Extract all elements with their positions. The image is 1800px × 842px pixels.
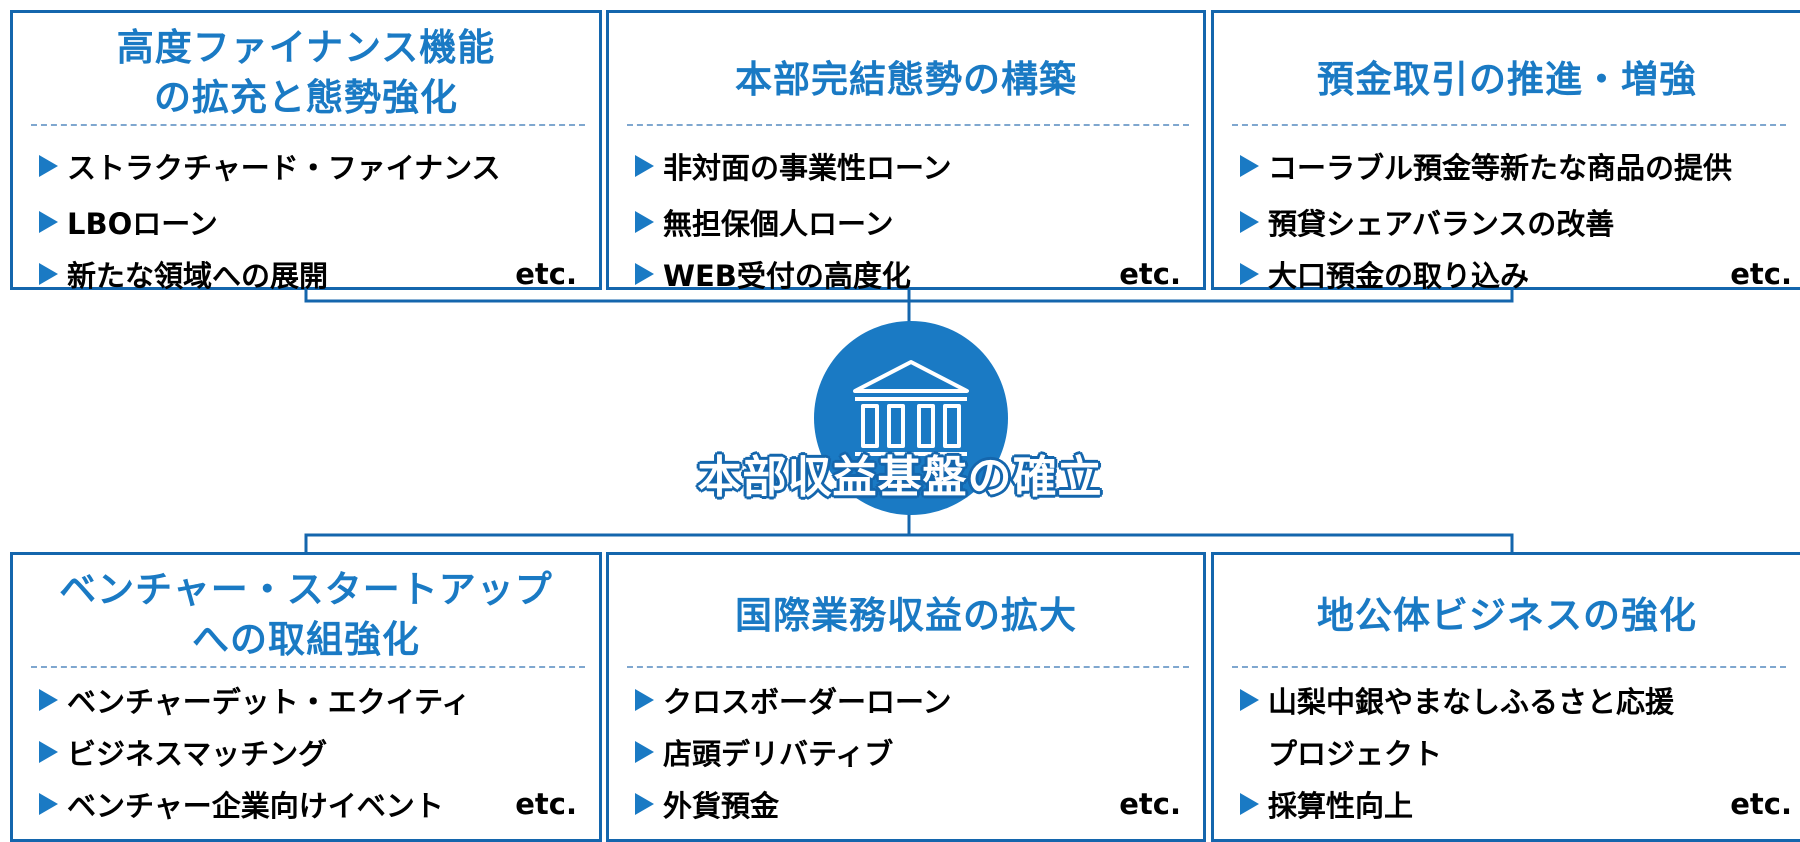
triangle-bullet-icon	[635, 263, 654, 285]
panel-title: 国際業務収益の拡大	[609, 591, 1203, 641]
panel-title-line-1: 地公体ビジネスの強化	[1317, 594, 1697, 637]
panel-title-line-1: 高度ファイナンス機能	[116, 26, 496, 69]
item-text: 大口預金の取り込み	[1268, 259, 1530, 293]
panel-divider	[1232, 666, 1786, 668]
panel-divider	[31, 666, 585, 668]
triangle-bullet-icon	[635, 689, 654, 711]
item-text: ビジネスマッチング	[67, 737, 328, 771]
panel-deposits: 預金取引の推進・増強 コーラブル預金等新たな商品の提供 預貸シェアバランスの改善…	[1211, 10, 1800, 293]
item-etc: etc.	[1730, 787, 1792, 821]
item-text: 非対面の事業性ローン	[663, 151, 952, 185]
triangle-bullet-icon	[39, 263, 58, 285]
panel-divider	[627, 666, 1189, 668]
triangle-bullet-icon	[635, 211, 654, 233]
list-item: コーラブル預金等新たな商品の提供	[1240, 138, 1796, 194]
item-text: 預貸シェアバランスの改善	[1268, 207, 1615, 241]
item-text: ベンチャー企業向けイベント	[67, 789, 444, 823]
item-text: 外貨預金	[663, 789, 780, 823]
triangle-bullet-icon	[39, 741, 58, 763]
list-item: 非対面の事業性ローン	[635, 138, 1185, 194]
list-item: ベンチャー企業向けイベント etc.	[39, 776, 581, 832]
item-etc: etc.	[515, 257, 577, 291]
item-text: 山梨中銀やまなしふるさと応援	[1268, 685, 1675, 719]
list-item: 山梨中銀やまなしふるさと応援	[1240, 672, 1796, 728]
center-title: 本部収益基盤の確立	[697, 452, 1103, 503]
item-text: 新たな領域への展開	[67, 259, 329, 293]
panel-title-line-2: への取組強化	[192, 618, 420, 661]
triangle-bullet-icon	[635, 793, 654, 815]
triangle-bullet-icon	[635, 741, 654, 763]
bank-icon	[814, 321, 1008, 515]
item-text: WEB受付の高度化	[663, 259, 911, 293]
item-text: LBOローン	[67, 207, 218, 241]
bottom-connector	[304, 533, 1514, 552]
list-item: 採算性向上 etc.	[1240, 776, 1796, 832]
list-item: 預貸シェアバランスの改善	[1240, 194, 1796, 250]
panel-title: 高度ファイナンス機能 の拡充と態勢強化	[13, 23, 599, 123]
item-text: クロスボーダーローン	[663, 685, 952, 719]
triangle-bullet-icon	[1240, 155, 1259, 177]
list-item: ベンチャーデット・エクイティ	[39, 672, 581, 728]
panel-international: 国際業務収益の拡大 クロスボーダーローン 店頭デリバティブ 外貨預金 etc.	[606, 552, 1206, 842]
item-text: 無担保個人ローン	[663, 207, 894, 241]
panel-title-line-1: 国際業務収益の拡大	[735, 594, 1077, 637]
triangle-bullet-icon	[1240, 211, 1259, 233]
bullet-spacer	[1240, 741, 1259, 763]
panel-title-line-2: の拡充と態勢強化	[154, 76, 458, 119]
list-item: WEB受付の高度化 etc.	[635, 246, 1185, 302]
list-item: 新たな領域への展開 etc.	[39, 246, 581, 302]
item-etc: etc.	[1119, 787, 1181, 821]
triangle-bullet-icon	[39, 211, 58, 233]
panel-title: 地公体ビジネスの強化	[1214, 591, 1800, 641]
list-item: ビジネスマッチング	[39, 724, 581, 780]
panel-title: ベンチャー・スタートアップ への取組強化	[13, 565, 599, 665]
list-item: 大口預金の取り込み etc.	[1240, 246, 1796, 302]
panel-divider	[1232, 124, 1786, 126]
item-etc: etc.	[1119, 257, 1181, 291]
panel-hq-completion: 本部完結態勢の構築 非対面の事業性ローン 無担保個人ローン WEB受付の高度化 e…	[606, 10, 1206, 293]
triangle-bullet-icon	[1240, 263, 1259, 285]
triangle-bullet-icon	[1240, 793, 1259, 815]
panel-divider	[31, 124, 585, 126]
list-item: 無担保個人ローン	[635, 194, 1185, 250]
item-etc: etc.	[1730, 257, 1792, 291]
triangle-bullet-icon	[39, 155, 58, 177]
panel-title: 預金取引の推進・増強	[1214, 55, 1800, 105]
triangle-bullet-icon	[1240, 689, 1259, 711]
panel-title-line-1: ベンチャー・スタートアップ	[59, 568, 553, 611]
item-text: コーラブル預金等新たな商品の提供	[1268, 151, 1733, 185]
list-item: クロスボーダーローン	[635, 672, 1185, 728]
list-item: 外貨預金 etc.	[635, 776, 1185, 832]
list-item: LBOローン	[39, 194, 581, 250]
triangle-bullet-icon	[39, 689, 58, 711]
item-text: ストラクチャード・ファイナンス	[67, 151, 501, 185]
triangle-bullet-icon	[39, 793, 58, 815]
panel-advanced-finance: 高度ファイナンス機能 の拡充と態勢強化 ストラクチャード・ファイナンス LBOロ…	[10, 10, 602, 293]
item-etc: etc.	[515, 787, 577, 821]
panel-venture: ベンチャー・スタートアップ への取組強化 ベンチャーデット・エクイティ ビジネス…	[10, 552, 602, 842]
item-text: 店頭デリバティブ	[663, 737, 894, 771]
panel-divider	[627, 124, 1189, 126]
list-item: 店頭デリバティブ	[635, 724, 1185, 780]
list-item: プロジェクト	[1240, 724, 1796, 780]
panel-title-line-1: 預金取引の推進・増強	[1317, 58, 1697, 101]
item-text: プロジェクト	[1268, 737, 1443, 771]
panel-title: 本部完結態勢の構築	[609, 55, 1203, 105]
panel-local-government: 地公体ビジネスの強化 山梨中銀やまなしふるさと応援 プロジェクト 採算性向上 et…	[1211, 552, 1800, 842]
triangle-bullet-icon	[635, 155, 654, 177]
list-item: ストラクチャード・ファイナンス	[39, 138, 581, 194]
item-text: ベンチャーデット・エクイティ	[67, 685, 471, 719]
panel-title-line-1: 本部完結態勢の構築	[735, 58, 1077, 101]
item-text: 採算性向上	[1268, 789, 1414, 823]
